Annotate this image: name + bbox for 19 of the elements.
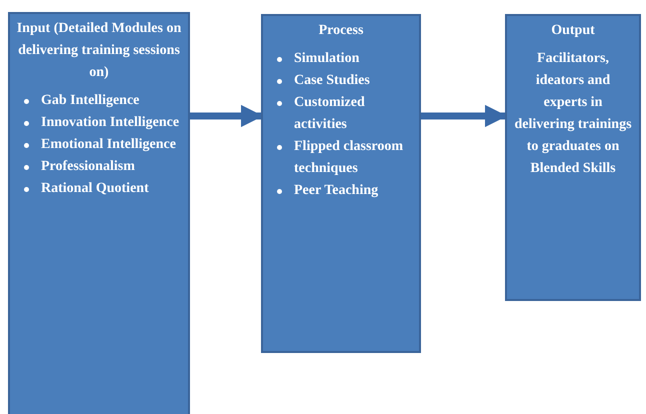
list-item: Flipped classroom techniques: [294, 138, 404, 178]
process-box: [505, 14, 641, 301]
list-item: Gab Intelligence: [41, 92, 140, 110]
arrow: [190, 104, 264, 128]
process-box: [261, 14, 421, 353]
box-heading: Process: [318, 22, 364, 40]
list-item: Case Studies: [294, 72, 370, 90]
list-item: Customized activities: [294, 94, 366, 134]
box-heading: Input (Detailed Modules on delivering training sessions on): [16, 20, 182, 82]
list-item: Emotional Intelligence: [41, 136, 176, 154]
list-item: Professionalism: [41, 158, 135, 176]
list-item: Innovation Intelligence: [41, 114, 180, 132]
process-box: [8, 12, 190, 414]
box-text: Facilitators, ideators and experts in delivering trainings to graduates on Blended Skills: [513, 50, 633, 178]
arrow: [421, 104, 508, 128]
list-item: Peer Teaching: [294, 182, 378, 200]
box-heading: Output: [550, 22, 596, 40]
list-item: Simulation: [294, 50, 360, 68]
list-item: Rational Quotient: [41, 180, 149, 198]
